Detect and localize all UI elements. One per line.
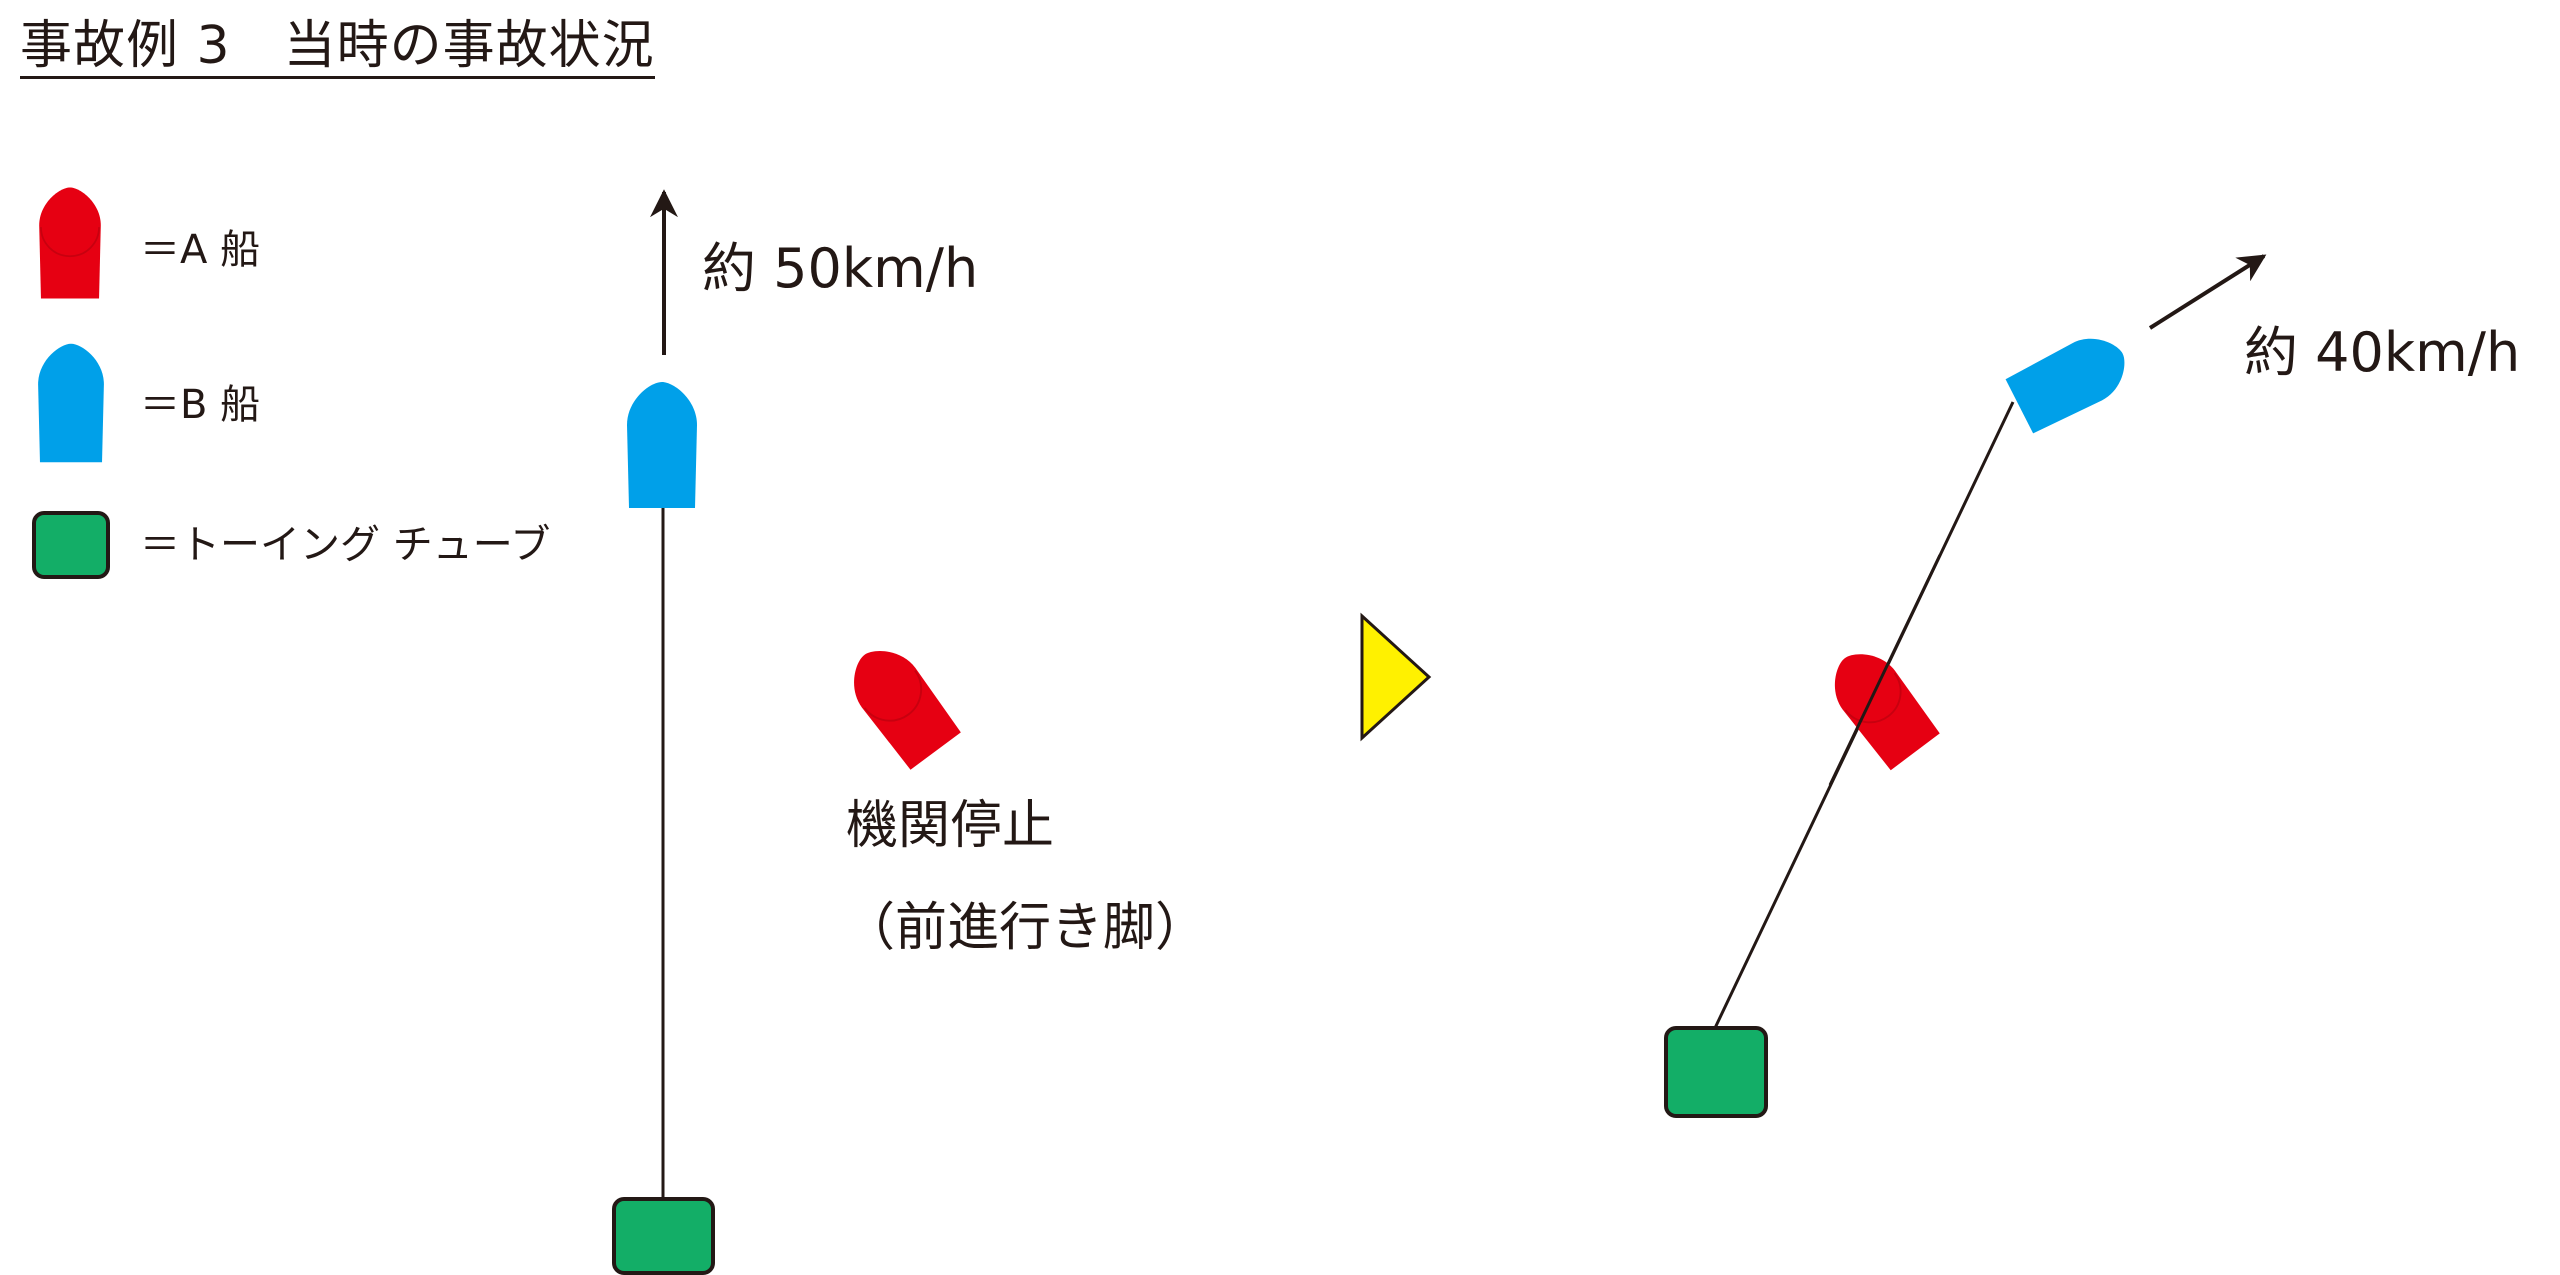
a-ship-state-detail: （前進行き脚） [843, 898, 1208, 958]
legend-towing-tube-icon [32, 511, 110, 579]
a-ship-after [1818, 638, 1942, 772]
legend-a-ship-icon [39, 187, 101, 299]
tow-rope-after-overlay [1828, 554, 1942, 786]
b-ship-speed-label-after: 約 40km/h [2244, 321, 2521, 384]
legend-a-ship-label: ＝A 船 [140, 227, 261, 273]
towing-tube-after [1664, 1026, 1768, 1118]
transition-triangle-icon [1360, 612, 1432, 742]
b-ship-after [2004, 324, 2138, 436]
b-ship-speed-label: 約 50km/h [702, 237, 979, 300]
b-ship [627, 382, 697, 508]
a-ship-state-label: 機関停止 [846, 796, 1055, 856]
legend-b-ship-icon [38, 343, 104, 463]
a-ship [837, 635, 963, 771]
legend-b-ship-label: ＝B 船 [140, 382, 261, 428]
b-ship-heading-arrow-after [2148, 254, 2267, 330]
legend-towing-tube-label: ＝トーイング チューブ [140, 522, 551, 568]
towing-tube [612, 1197, 715, 1275]
page-title: 事故例 3 当時の事故状況 [20, 20, 655, 79]
